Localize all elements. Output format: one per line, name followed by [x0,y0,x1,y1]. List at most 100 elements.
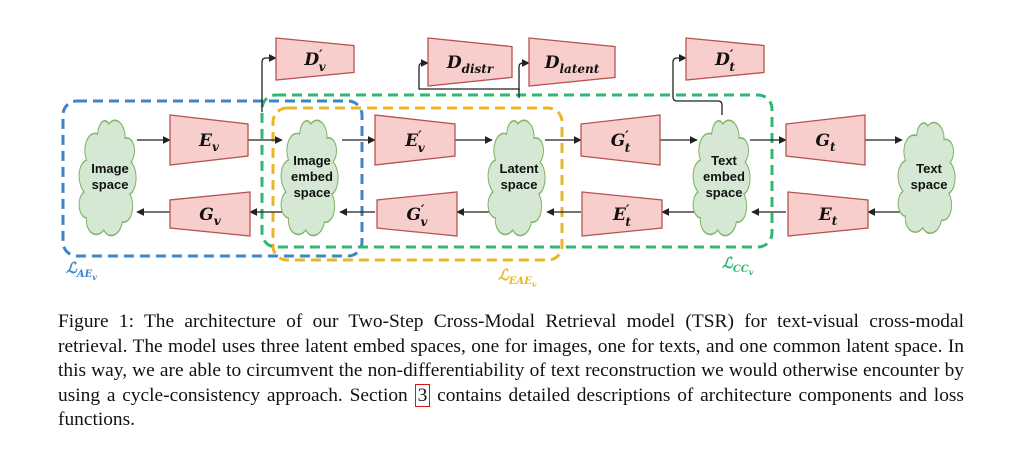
block-prime: ′ [625,129,629,144]
architecture-diagram: ImagespaceImageembedspaceLatentspaceText… [61,37,956,289]
gv-prime-block: G′v [376,191,458,237]
block-symbol: G [611,131,626,151]
block-symbol: D [544,53,560,73]
loss-eae-label: ℒEAEv [498,266,537,289]
block-shape [169,114,249,166]
ev-prime-block: E′v [374,114,456,166]
block-prime: ′ [730,48,734,63]
loss-subsubscript: v [92,272,97,282]
figure-caption: Figure 1: The architecture of our Two-St… [58,310,964,433]
block-subscript: latent [559,62,599,76]
block-symbol: E [404,131,419,151]
block-symbol: D [714,50,730,70]
cloud-label: embed [703,169,745,184]
block-shape [374,114,456,166]
block-shape [169,191,251,237]
block-shape [275,37,355,81]
block-prime: ′ [421,203,425,218]
block-prime: ′ [418,129,422,144]
block-subscript: v [212,140,220,154]
cloud-label: space [706,185,743,200]
et-block: Et [787,191,869,237]
block-label: G′t [611,129,631,155]
loss-symbol: ℒ [66,259,78,277]
loss-symbol: ℒ [722,254,734,272]
d-latent-block: Dlatent [528,37,616,87]
block-label: Gv [199,205,222,228]
loss-ae-label: ℒAEv [66,259,97,282]
cloud-label: space [501,177,538,192]
cloud-label: Image [293,153,331,168]
ev-block: Ev [169,114,249,166]
dv-prime-block: D′v [275,37,355,81]
block-label: D′v [303,48,326,74]
block-label: Et [818,205,838,228]
loss-subscript: EAE [508,276,532,287]
arrow-to-dv-prime [261,54,277,112]
block-prime: ′ [626,203,630,218]
loss-symbol: ℒ [498,266,510,284]
cloud-label: Text [916,161,942,176]
block-symbol: G [407,205,422,225]
block-subscript: t [625,141,631,155]
block-shape [376,191,458,237]
d-distr-block: Ddistr [427,37,513,87]
block-shape [685,37,765,81]
block-symbol: D [303,50,319,70]
block-label: G′v [407,203,429,229]
gt-block: Gt [785,114,866,166]
cloud-label: space [911,177,948,192]
block-subscript: v [420,215,428,229]
block-shape [580,114,661,166]
cloud-label: space [294,185,331,200]
block-symbol: E [818,205,833,225]
block-shape [427,37,513,87]
arrow-to-d-distr [418,59,520,98]
block-shape [787,191,869,237]
block-symbol: D [446,53,462,73]
block-label: Dlatent [544,53,600,76]
block-subscript: t [625,215,631,229]
block-label: Gt [815,131,836,154]
block-symbol: G [199,205,214,225]
ae-loss-region [61,99,364,258]
loss-subsubscript: v [532,279,537,289]
block-subscript: t [830,140,836,154]
arrow-to-dt-prime [672,54,723,115]
arrow-to-d-latent [518,59,530,92]
block-subscript: v [214,214,222,228]
block-symbol: E [612,205,627,225]
loss-cc-label: ℒCCv [722,254,754,277]
block-label: D′t [714,48,735,74]
cloud-label: Text [711,153,737,168]
caption-label: Figure 1: [58,311,134,332]
block-symbol: G [815,131,830,151]
loss-regions [61,93,774,262]
block-subscript: distr [462,62,495,76]
block-label: E′v [404,129,425,155]
cloud-label: Image [91,161,129,176]
section-reference-link[interactable]: 3 [414,383,431,407]
gv-block: Gv [169,191,251,237]
dt-prime-block: D′t [685,37,765,81]
block-subscript: t [729,60,735,74]
block-label: Ev [198,131,220,154]
block-subscript: t [832,214,838,228]
cloud-label: embed [291,169,333,184]
block-shape [528,37,616,87]
et-prime-block: E′t [581,191,663,237]
block-label: Ddistr [446,53,495,76]
loss-subsubscript: v [749,267,754,277]
loss-subscript: AE [76,269,93,280]
space-clouds: ImagespaceImageembedspaceLatentspaceText… [78,119,956,237]
cloud-label: space [92,177,129,192]
block-subscript: v [418,141,426,155]
